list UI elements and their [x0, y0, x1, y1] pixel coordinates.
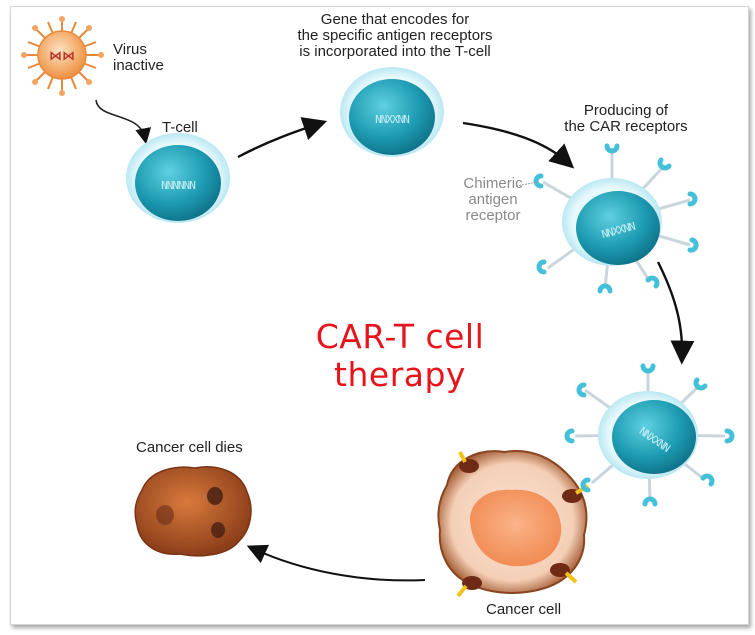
virus-label-line2: inactive — [113, 57, 164, 74]
gene-label: Gene that encodes for the specific antig… — [290, 12, 500, 60]
arrow-gene-to-car — [462, 121, 575, 169]
diagram-title: CAR-T cell therapy — [290, 318, 510, 394]
cancer-cell-label: Cancer cell — [486, 601, 562, 618]
cancer-cell-dies-label: Cancer cell dies — [136, 439, 243, 456]
virus-icon: ⋈⋈ — [21, 16, 104, 96]
car-production-label-line2: the CAR receptors — [564, 118, 688, 135]
virus-label: Virus inactive — [113, 42, 164, 74]
t-cell-icon: NNNNNN — [126, 133, 230, 223]
svg-text:NNXXNN: NNXXNN — [375, 113, 409, 126]
title-line1: CAR-T cell — [315, 317, 485, 356]
dead-cancer-cell-icon — [134, 466, 252, 557]
svg-text:⋈⋈: ⋈⋈ — [49, 49, 75, 64]
arrow-cancer-to-dead — [246, 544, 426, 582]
cancer-cell-icon — [437, 450, 590, 598]
gene-label-line2: the specific antigen receptors — [297, 27, 493, 44]
chimeric-antigen-receptor-annotation: Chimeric antigen receptor — [458, 176, 528, 224]
svg-text:NNNNNN: NNNNNN — [161, 179, 195, 192]
modified-t-cell-icon: NNXXNN — [340, 67, 444, 157]
car-t-cell-icon: NNXXNN — [515, 143, 699, 294]
title-line2: therapy — [334, 355, 466, 394]
binding-car-t-cell-icon: NNXXNN — [564, 363, 735, 507]
car-production-label: Producing of the CAR receptors — [556, 103, 696, 135]
virus-label-line1: Virus — [113, 41, 147, 58]
arrow-car-to-binding — [656, 261, 695, 365]
car-production-label-line1: Producing of — [583, 102, 669, 119]
annotation-line3: receptor — [465, 207, 521, 224]
gene-label-line1: Gene that encodes for — [320, 11, 470, 28]
annotation-line2: antigen — [468, 191, 518, 208]
t-cell-label: T-cell — [162, 119, 198, 136]
arrow-tcell-to-gene — [237, 117, 328, 159]
gene-label-line3: is incorporated into the T-cell — [299, 43, 491, 60]
arrow-virus-to-tcell — [95, 99, 152, 145]
annotation-line1: Chimeric — [463, 175, 523, 192]
